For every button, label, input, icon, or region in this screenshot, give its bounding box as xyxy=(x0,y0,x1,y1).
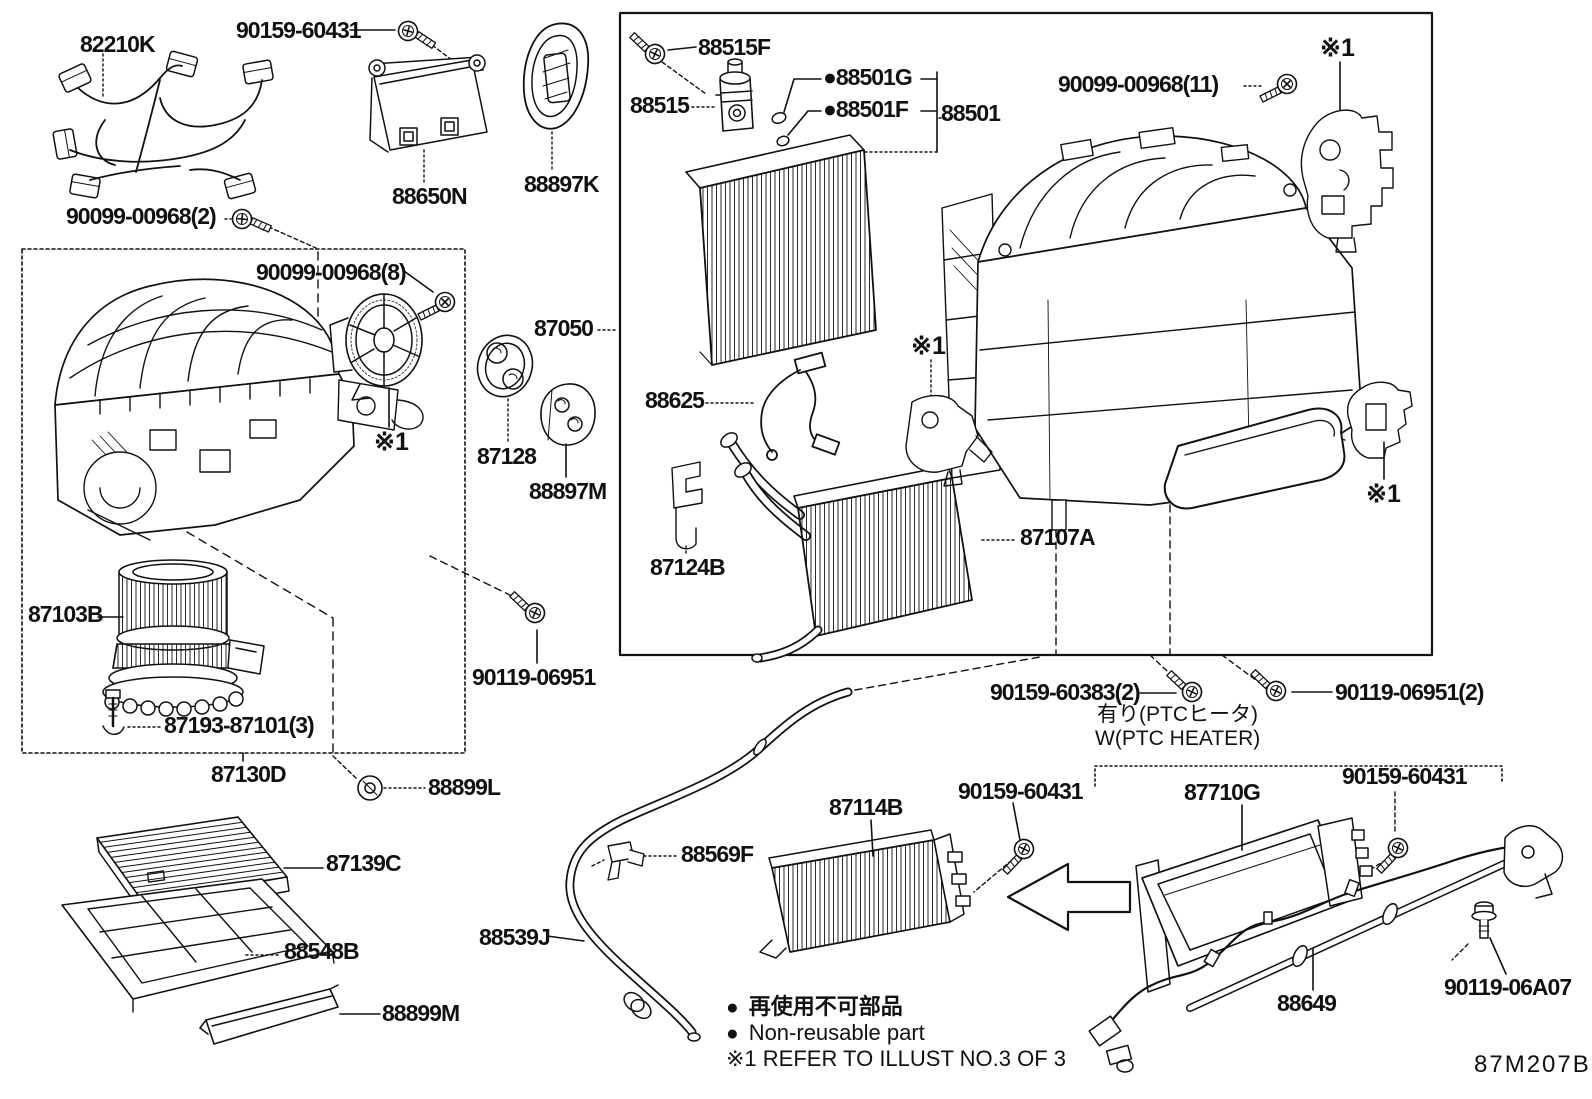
grommet-88899L-drawing xyxy=(357,775,383,801)
solid-leader-lines xyxy=(97,29,1507,1015)
part-label-90159-60431-center: 90159-60431 xyxy=(958,778,1084,804)
bullet-icon: ● xyxy=(726,1022,739,1045)
part-label-88625: 88625 xyxy=(645,387,705,413)
ptc-heater-87114B-drawing xyxy=(759,829,971,959)
part-label-88501F: ●88501F xyxy=(823,96,909,122)
clamp-87124B-drawing xyxy=(671,461,703,550)
part-label-90099-00968-8: 90099-00968(8) xyxy=(256,259,407,285)
hvac-unit-drawing xyxy=(941,127,1363,531)
ac-unit-assembly-box xyxy=(618,11,1434,657)
evaporator-88501-drawing xyxy=(685,134,877,366)
part-label-88899L: 88899L xyxy=(428,774,501,800)
figure-code: 87M207B xyxy=(1474,1051,1591,1078)
servo-motor-disc-drawing xyxy=(329,293,423,401)
part-label-88897K: 88897K xyxy=(524,171,600,197)
ref-label-1-top-right: ※1 xyxy=(1320,34,1355,62)
part-label-88649: 88649 xyxy=(1277,990,1337,1016)
part-label-87114B: 87114B xyxy=(829,794,903,820)
blower-unit-drawing xyxy=(54,278,424,541)
part-label-87050: 87050 xyxy=(534,315,594,341)
expansion-valve-88515-drawing xyxy=(715,58,754,132)
servo-motor-top-right-drawing xyxy=(1300,109,1394,253)
part-label-87710G: 87710G xyxy=(1184,779,1261,805)
part-label-87130D: 87130D xyxy=(211,761,287,787)
part-label-82210K: 82210K xyxy=(80,31,156,57)
part-label-87124B: 87124B xyxy=(650,554,726,580)
part-label-90099-00968-11: 90099-00968(11) xyxy=(1058,71,1219,97)
part-label-90159-60431-right: 90159-60431 xyxy=(1342,763,1468,789)
clamp-88569F-drawing xyxy=(591,841,645,881)
blower-motor-87103B-drawing xyxy=(102,559,265,717)
part-label-87139C: 87139C xyxy=(326,850,402,876)
part-label-88899M: 88899M xyxy=(382,1000,460,1026)
part-label-90159-60431-top: 90159-60431 xyxy=(236,17,362,43)
wire-88649-drawing xyxy=(1088,825,1564,1073)
part-label-90119-06A07: 90119-06A07 xyxy=(1444,974,1572,1000)
dotted-leader-lines xyxy=(102,53,1265,956)
part-label-88548B: 88548B xyxy=(284,938,360,964)
bolt-90119-06A07-drawing xyxy=(1471,901,1497,939)
part-label-87193-87101-3: 87193-87101(3) xyxy=(164,712,315,738)
wire-harness-82210K-drawing xyxy=(51,49,275,201)
filter-case-88548B-drawing xyxy=(61,870,335,1013)
bullet-icon: ● xyxy=(726,996,739,1019)
ptc-heater-87710G-drawing xyxy=(1135,817,1373,993)
part-label-88515: 88515 xyxy=(630,92,690,118)
ref-label-1-left-box: ※1 xyxy=(374,428,409,456)
part-label-90119-06951-2: 90119-06951(2) xyxy=(1335,679,1484,705)
direction-arrow xyxy=(1006,862,1132,932)
pad-88897K-drawing xyxy=(522,22,590,130)
servo-motor-right-drawing xyxy=(1346,381,1413,459)
legend-ref-note: ※1 REFER TO ILLUST NO.3 OF 3 xyxy=(726,1046,1066,1071)
part-label-88650N: 88650N xyxy=(392,183,468,209)
pipe-88539J-drawing xyxy=(565,687,853,1042)
heater-core-87107A-drawing xyxy=(720,432,973,663)
part-label-87103B: 87103B xyxy=(28,601,104,627)
ref-label-1-right: ※1 xyxy=(1366,480,1401,508)
blower-sub-assembly-box xyxy=(21,248,466,754)
amplifier-88650N-drawing xyxy=(368,54,488,153)
grommet-87128-drawing xyxy=(476,334,534,398)
servo-motor-center-drawing xyxy=(905,395,993,487)
part-label-90159-60383-2: 90159-60383(2) xyxy=(990,679,1141,705)
pad-88897M-drawing xyxy=(540,383,596,446)
part-label-88897M: 88897M xyxy=(529,478,607,504)
part-label-87128: 87128 xyxy=(477,443,537,469)
part-label-90119-06951: 90119-06951 xyxy=(472,664,596,690)
ptc-heater-bracket-line xyxy=(1094,765,1503,787)
part-label-88569F: 88569F xyxy=(681,841,754,867)
ref-label-1-center: ※1 xyxy=(911,332,946,360)
part-label-87107A: 87107A xyxy=(1020,524,1096,550)
cover-88899M-drawing xyxy=(199,984,339,1045)
ptc-variant-label-jp: 有り(PTCヒータ) xyxy=(1097,703,1258,726)
part-label-88539J: 88539J xyxy=(479,924,551,950)
screw-87193-drawing xyxy=(102,689,125,736)
thermistor-88625-drawing xyxy=(760,351,841,461)
part-label-90099-00968-2: 90099-00968(2) xyxy=(66,203,217,229)
ptc-variant-label-en: W(PTC HEATER) xyxy=(1095,727,1261,750)
part-label-88501: 88501 xyxy=(941,100,1001,126)
o-rings-88501-drawing xyxy=(771,111,790,147)
part-label-88515F: 88515F xyxy=(698,34,771,60)
legend-non-reusable-jp: ●再使用不可部品 xyxy=(726,994,903,1019)
part-label-88501G: ●88501G xyxy=(823,64,913,90)
legend-non-reusable-en: ●Non-reusable part xyxy=(726,1020,925,1045)
